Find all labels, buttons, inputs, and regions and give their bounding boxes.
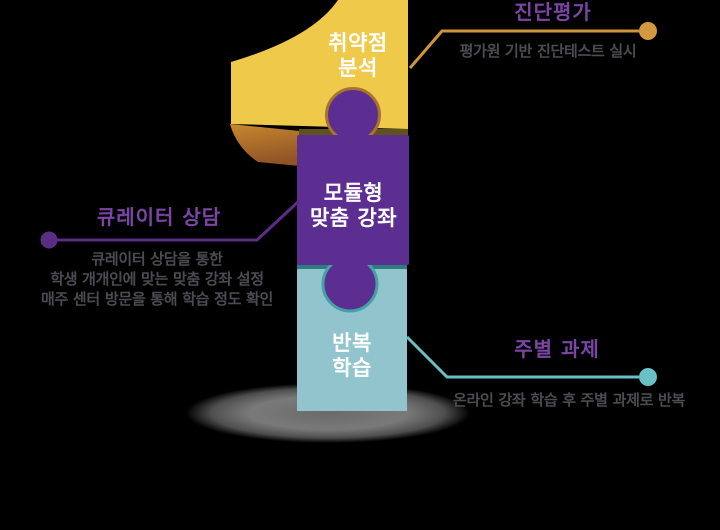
callout-desc-line: 학생 개개인에 맞는 맞춤 강좌 설정 (50, 270, 264, 288)
puzzle-piece-modular-course (297, 135, 409, 265)
piece-label-line: 학습 (332, 356, 372, 380)
callout-line-weekly (405, 335, 639, 379)
puzzle-piece-repeat-learning (297, 267, 407, 411)
callout-line-diagnostic (408, 29, 639, 69)
callout-title-weekly: 주별 과제 (514, 337, 600, 361)
callout-dot-weekly (639, 368, 657, 386)
callout-title-diagnostic: 진단평가 (514, 0, 592, 24)
piece-label-line: 반복 (332, 331, 372, 355)
piece-label-line: 분석 (338, 56, 378, 80)
callout-desc-line: 큐레이터 상담을 통한 (91, 250, 223, 268)
callout-desc-curator: 큐레이터 상담을 통한 학생 개개인에 맞는 맞춤 강좌 설정 매주 센터 방문… (31, 249, 283, 309)
piece-label-weakness-analysis: 취약점 분석 (303, 31, 413, 81)
callout-dot-curator (40, 231, 58, 249)
piece-label-modular-course: 모듈형 맞춤 강좌 (298, 181, 409, 231)
piece-label-line: 취약점 (328, 31, 388, 55)
callout-desc-line: 매주 센터 방문을 통해 학습 정도 확인 (40, 290, 274, 308)
callout-title-curator: 큐레이터 상담 (96, 205, 222, 229)
callout-desc-diagnostic: 평가원 기반 진단테스트 실시 (459, 42, 637, 60)
piece-label-line: 맞춤 강좌 (309, 206, 398, 230)
puzzle-knob-lower (321, 255, 379, 313)
callout-line-curator (49, 199, 301, 242)
callout-dot-diagnostic (639, 22, 657, 40)
callout-desc-weekly: 온라인 강좌 학습 후 주별 과제로 반복 (452, 391, 686, 409)
piece-label-line: 모듈형 (323, 181, 384, 205)
puzzle-knob-upper (325, 87, 381, 143)
piece-label-repeat-learning: 반복 학습 (297, 331, 407, 381)
numeral-flag-extrusion (230, 124, 300, 166)
